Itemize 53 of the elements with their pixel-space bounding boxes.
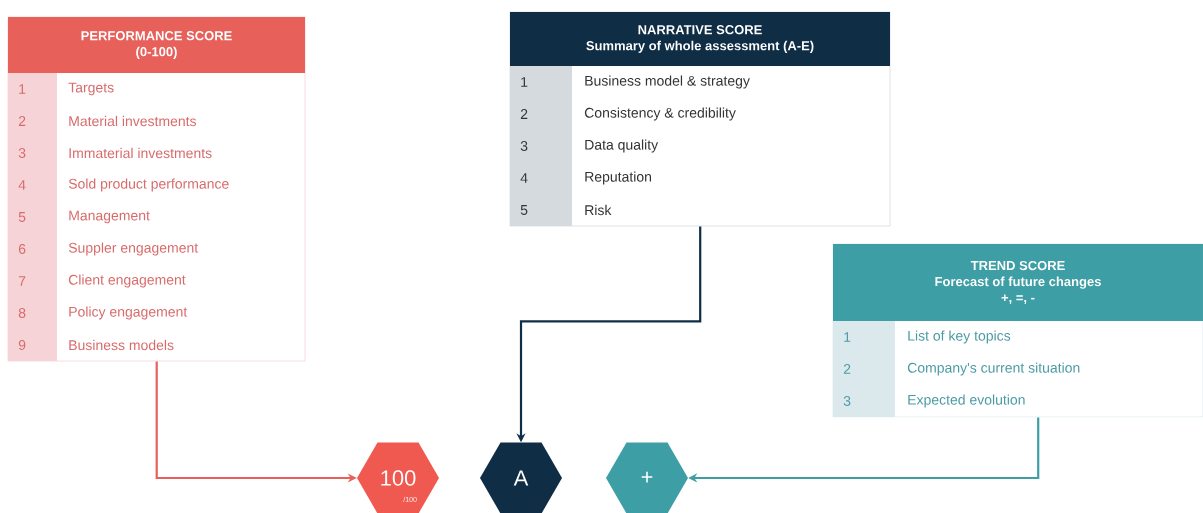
node-label: Material investments	[69, 115, 197, 127]
table-row: 2 Company's current situation	[833, 353, 1080, 385]
table-row: 4 Sold product performance	[8, 169, 229, 201]
node-label: Sold product performance	[68, 178, 229, 192]
node-label: 1	[521, 77, 528, 87]
node-label: Data quality	[585, 139, 659, 153]
table-row: 4 Reputation	[510, 162, 651, 194]
score-hexagon: A	[480, 442, 562, 513]
node-label: 3	[520, 141, 528, 151]
table-row: 1 Targets	[8, 73, 114, 105]
node-label: 2	[520, 109, 528, 119]
node-label: 3	[843, 396, 851, 406]
node-label: 4	[18, 180, 26, 190]
node-label: 8	[18, 308, 26, 318]
table-row: 2 Consistency & credibility	[510, 98, 736, 130]
table-row: 5 Management	[8, 201, 150, 233]
node-label: 4	[520, 173, 528, 183]
node-label: Immaterial investments	[69, 147, 212, 159]
table-row: 1 Business model & strategy	[510, 66, 750, 98]
node-label: Management	[69, 210, 150, 224]
node-label: 3	[18, 148, 26, 158]
node-label: Expected evolution	[908, 394, 1025, 408]
node-label: Client engagement	[68, 274, 186, 288]
table-row: 3 Expected evolution	[833, 385, 1025, 417]
table-row: 8 Policy engagement	[8, 297, 188, 329]
node-label: Policy engagement	[69, 306, 188, 320]
node-label: 6	[18, 244, 26, 254]
table-row: 9 Business models	[8, 329, 174, 361]
node-label: 5	[520, 205, 528, 215]
score-hexagon: +	[606, 442, 688, 513]
table-row: 3 Immaterial investments	[8, 137, 212, 169]
table-row: 3 Data quality	[510, 130, 659, 162]
table-row: 1 List of key topics	[833, 321, 1011, 353]
node-label: Consistency & credibility	[584, 107, 736, 121]
node-label: 7	[18, 276, 26, 286]
node-label: Targets	[68, 82, 114, 96]
node-label: Reputation	[585, 171, 652, 185]
node-label: 2	[18, 116, 26, 126]
table-row: 7 Client engagement	[8, 265, 186, 297]
node-label: 5	[18, 212, 26, 222]
node-label: 9	[18, 340, 26, 350]
node-label: Company's current situation	[907, 362, 1080, 376]
node-label: 1	[844, 332, 851, 342]
node-label: Business model & strategy	[585, 75, 750, 89]
node-label: Risk	[585, 204, 612, 216]
node-label: 2	[843, 364, 851, 374]
table-row: 6 Suppler engagement	[8, 233, 199, 265]
node-label: Suppler engagement	[68, 242, 199, 256]
node-label: List of key topics	[908, 330, 1011, 344]
node-label: Business models	[69, 339, 174, 351]
table-row: 5 Risk	[510, 194, 612, 226]
table-row: 2 Material investments	[8, 105, 197, 137]
node-label: 1	[19, 84, 26, 94]
